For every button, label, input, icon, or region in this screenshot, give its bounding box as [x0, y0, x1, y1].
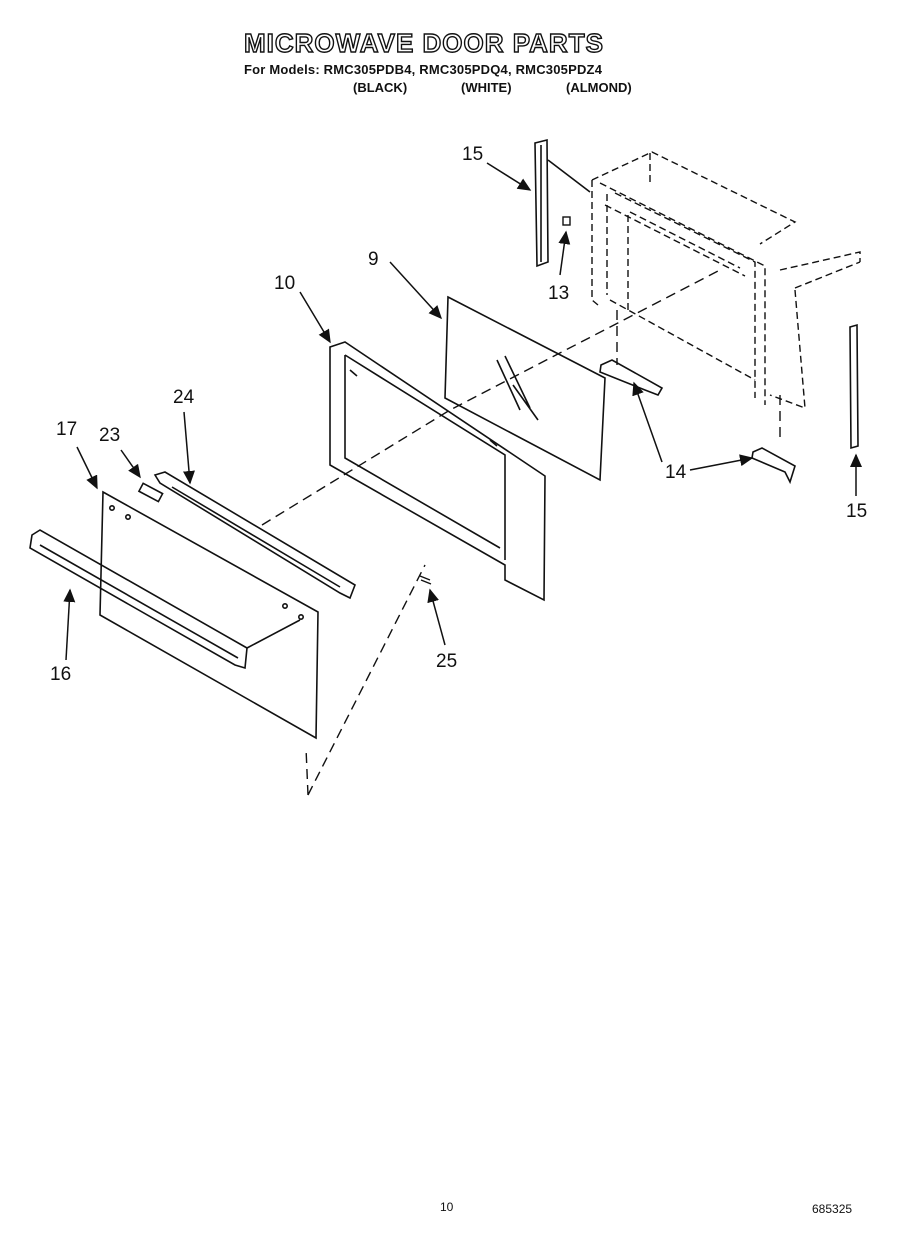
callout-25: 25: [436, 651, 458, 672]
part-10-door-frame: [329, 341, 546, 602]
part-9-glass: [444, 295, 606, 482]
part-17-front-panel: [99, 482, 319, 740]
color-label-black: (BLACK): [353, 80, 408, 95]
part-16-handle: [29, 529, 301, 670]
color-label-almond: (ALMOND): [566, 80, 632, 95]
page-title: MICROWAVE DOOR PARTS: [243, 27, 604, 58]
models-line: For Models: RMC305PDB4, RMC305PDQ4, RMC3…: [244, 62, 603, 77]
document-code: 685325: [812, 1202, 853, 1216]
callout-13: 13: [548, 283, 570, 304]
callout-10: 10: [274, 273, 296, 294]
part-13-clip: [562, 216, 571, 226]
color-label-white: (WHITE): [461, 80, 512, 95]
part-14-brackets: [599, 359, 796, 485]
page-number: 10: [440, 1200, 454, 1214]
part-25-screw: [419, 575, 432, 585]
alignment-lines: [261, 269, 781, 796]
callout-24: 24: [173, 387, 195, 408]
part-15-bottom-strip: [849, 323, 859, 450]
callout-15-bottom: 15: [846, 501, 868, 522]
callout-9: 9: [368, 249, 379, 270]
callout-15-top: 15: [462, 144, 484, 165]
part-15-top-strip: [534, 138, 591, 268]
callout-23: 23: [99, 425, 121, 446]
callout-14: 14: [665, 462, 687, 483]
microwave-cavity-outline: [591, 151, 861, 410]
part-24-strip: [153, 471, 356, 600]
leader-arrows: [63, 162, 862, 661]
callout-17: 17: [56, 419, 78, 440]
callout-16: 16: [50, 664, 72, 685]
